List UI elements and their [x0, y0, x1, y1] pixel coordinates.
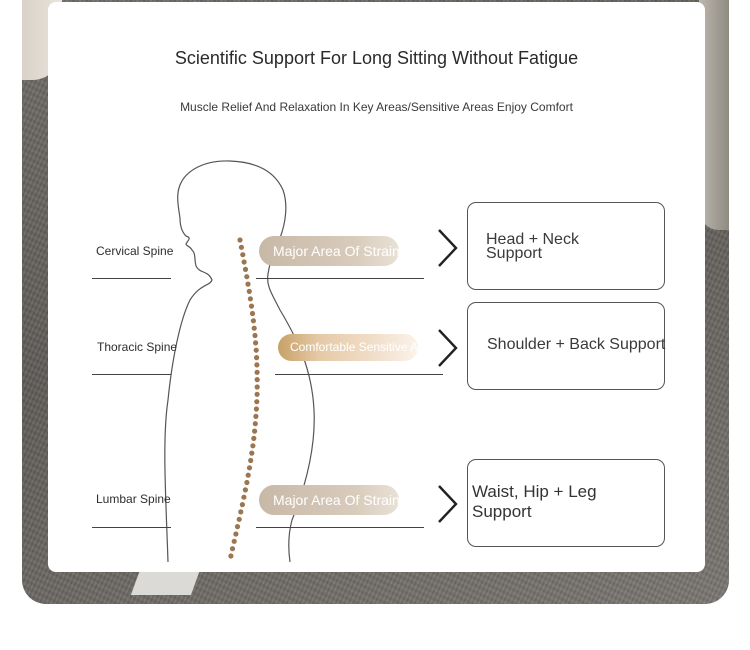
spine-label-lumbar: Lumbar Spine — [96, 492, 171, 506]
spine-dot — [250, 318, 256, 324]
spine-dot — [251, 325, 257, 331]
spine-dot — [254, 384, 260, 390]
support-label-shoulder-back: Shoulder + Back Support — [487, 336, 666, 353]
spine-dot — [253, 347, 259, 353]
spine-dot — [246, 465, 253, 471]
chevron-right-icon — [438, 485, 458, 523]
spine-dot — [240, 252, 246, 258]
spine-dot — [228, 553, 234, 559]
lumbar-pill-underline — [256, 527, 424, 528]
spine-dot — [253, 413, 259, 419]
chevron-right-icon — [438, 329, 458, 367]
spine-dot — [254, 377, 260, 383]
spine-dot — [244, 479, 250, 486]
spine-dot — [245, 281, 251, 287]
spine-dot — [253, 406, 259, 412]
thoracic-pill-underline — [275, 374, 443, 375]
spine-dot — [254, 362, 260, 368]
support-label-head-neck: Head + Neck Support — [486, 231, 579, 262]
spine-dot — [229, 546, 236, 552]
spine-dot — [249, 310, 256, 317]
spine-dot — [234, 524, 241, 530]
spine-dot — [253, 340, 259, 346]
spine-dot — [250, 443, 256, 449]
support-box-waist-hip-leg — [467, 459, 665, 547]
spine-dot — [241, 494, 247, 500]
spine-dot — [231, 538, 237, 544]
strain-pill-lumbar: Major Area Of Strain — [259, 485, 399, 515]
spine-dot — [251, 435, 257, 441]
comfort-pill-thoracic: Comfortable Sensitive Areas — [278, 334, 418, 361]
spine-dot — [237, 237, 243, 243]
spine-dot — [248, 457, 254, 464]
spine-dot — [238, 509, 244, 515]
spine-dot — [252, 332, 258, 339]
cervical-underline — [92, 278, 171, 279]
spine-dot — [242, 487, 248, 493]
spine-dot — [242, 266, 249, 272]
page-title: Scientific Support For Long Sitting With… — [174, 48, 579, 68]
spine-label-thoracic: Thoracic Spine — [97, 340, 178, 354]
spine-dot — [252, 421, 258, 427]
spine-dots — [228, 237, 260, 559]
spine-dot — [244, 274, 250, 280]
spine-dot — [246, 288, 252, 294]
spine-dot — [248, 303, 255, 309]
strain-pill-cervical: Major Area Of Strain — [259, 236, 399, 266]
spine-dot — [254, 399, 260, 405]
spine-dot — [254, 391, 260, 397]
support-box-head-neck — [467, 202, 665, 290]
spine-dot — [233, 531, 239, 537]
chevron-right-icon — [438, 229, 458, 267]
spine-dot — [252, 428, 258, 434]
cervical-pill-underline — [256, 278, 424, 279]
page-subtitle: Muscle Relief And Relaxation In Key Area… — [180, 100, 573, 114]
spine-dot — [254, 369, 260, 375]
spine-dot — [241, 259, 247, 265]
spine-dot — [245, 472, 251, 478]
lumbar-underline — [92, 527, 171, 528]
spine-dot — [238, 244, 244, 250]
spine-dot — [247, 296, 253, 302]
support-label-waist-hip-leg: Waist, Hip + Leg Support — [472, 482, 597, 521]
spine-dot — [239, 502, 245, 508]
spine-label-cervical: Cervical Spine — [96, 244, 174, 258]
spine-dot — [249, 450, 255, 456]
support-box-shoulder-back — [467, 302, 665, 390]
thoracic-underline — [92, 374, 171, 375]
spine-dot — [254, 355, 260, 361]
spine-dot — [236, 516, 242, 522]
